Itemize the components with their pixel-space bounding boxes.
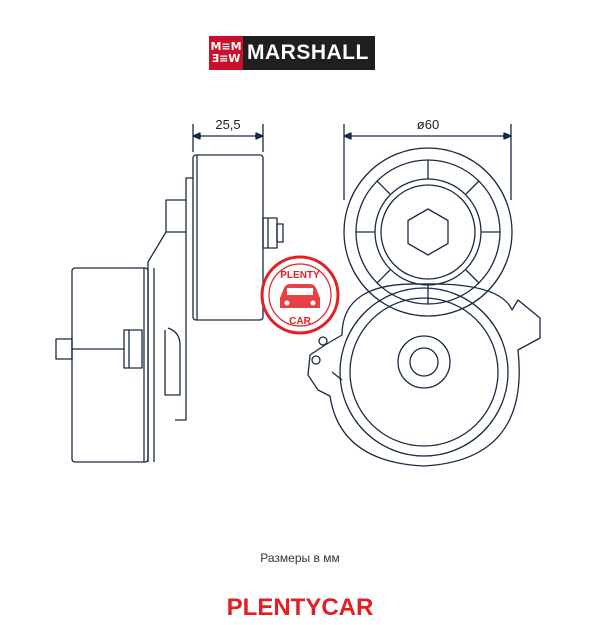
width-dimension-label: 25,5 xyxy=(215,117,240,132)
marshall-logo-mark: M≡M Ǝ≡W xyxy=(209,36,243,70)
brand-title: PLENTYCAR xyxy=(226,594,374,621)
watermark-top-text: PLENTY xyxy=(280,270,320,281)
logo-name: MARSHALL xyxy=(243,36,375,70)
side-view xyxy=(55,154,284,463)
dimensions-caption: Размеры в мм xyxy=(260,551,340,565)
logo-mark-top: M≡M xyxy=(210,40,242,53)
watermark-bottom-text: CAR xyxy=(289,316,311,327)
front-view xyxy=(307,147,541,467)
marshall-logo: M≡M Ǝ≡W MARSHALL xyxy=(209,36,375,70)
diameter-dimension xyxy=(343,124,512,200)
plentycar-watermark: PLENTY CAR xyxy=(260,255,340,335)
diameter-dimension-label: ø60 xyxy=(417,117,439,132)
width-dimension xyxy=(192,124,264,152)
logo-mark-bottom: Ǝ≡W xyxy=(211,52,241,65)
